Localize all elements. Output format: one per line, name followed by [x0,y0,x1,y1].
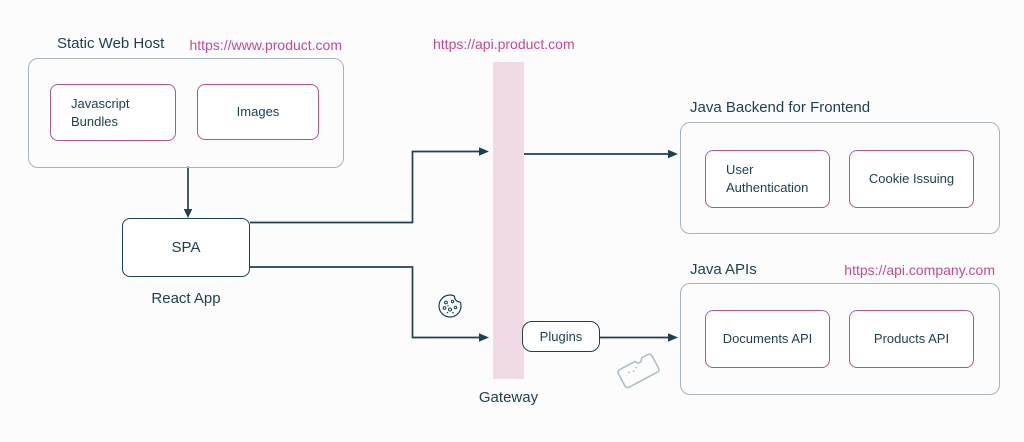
cookie-issuing-node: Cookie Issuing [849,150,974,208]
documents-api-node: Documents API [705,310,830,368]
java-apis-url: https://api.company.com [844,262,995,278]
spa-node: SPA [122,218,250,277]
java-apis-title: Java APIs [690,261,757,278]
java-apis-container [680,283,1000,395]
static-web-host-url: https://www.product.com [189,37,342,53]
react-app-caption: React App [151,290,221,307]
java-bff-container [680,122,1000,234]
gateway-url: https://api.product.com [433,36,575,52]
static-web-host-container [28,58,344,168]
cookie-icon [438,291,466,318]
static-web-host-title: Static Web Host [57,35,165,52]
ticket-icon [617,353,660,389]
gateway-label: Gateway [478,389,539,406]
javascript-bundles-node: Javascript Bundles [50,84,176,141]
products-api-node: Products API [849,310,974,368]
images-node: Images [197,84,319,140]
plugins-node: Plugins [522,321,600,352]
java-bff-title: Java Backend for Frontend [690,99,871,116]
gateway-bar [493,62,524,379]
user-authentication-node: User Authentication [705,150,830,208]
